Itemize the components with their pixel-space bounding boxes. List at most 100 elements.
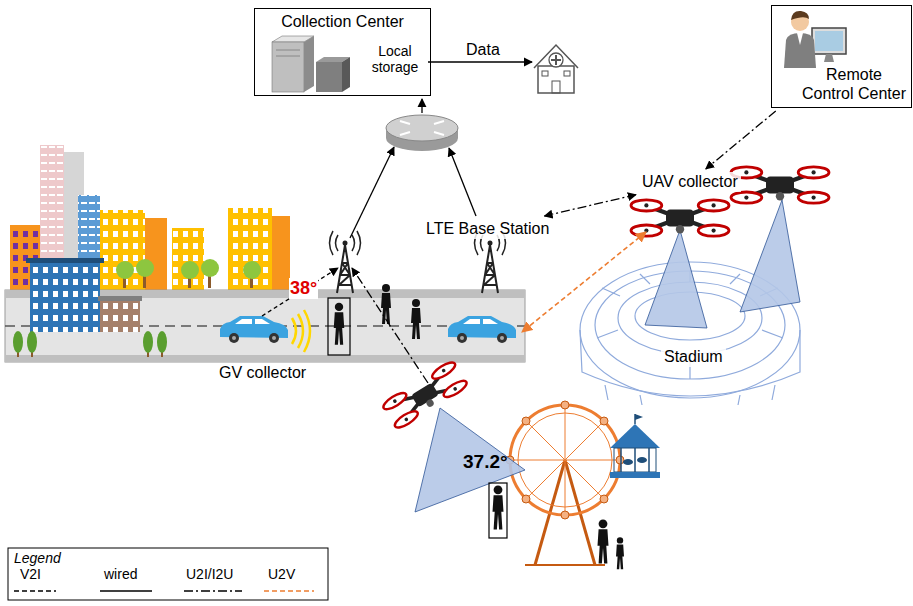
remote-center-box: Remote Control Center: [771, 5, 912, 108]
pedestrians-part: [411, 299, 421, 339]
back-buildings-part: [272, 216, 290, 295]
park-people: [489, 483, 624, 569]
router-part: [386, 115, 458, 141]
wireless-links-part: [522, 232, 646, 332]
node-label: Stadium: [664, 348, 723, 366]
stadium-sketch-part: [605, 385, 775, 405]
router: [386, 115, 458, 151]
front-buildings-part: [26, 258, 104, 263]
hospital-icon-part: [549, 53, 563, 67]
box-title: Collection Center: [255, 13, 430, 31]
uav-collector-node: UAV collector: [639, 172, 741, 192]
legend-title: Legend: [14, 550, 61, 566]
collection-center-box: Collection CenterLocal storage: [254, 8, 431, 96]
park-people-part: [489, 483, 507, 538]
front-buildings-part: [100, 300, 140, 332]
operator-icon-part: [812, 28, 846, 54]
legend-sample: [14, 590, 56, 592]
operator-icon-part: [791, 11, 809, 20]
server-icon-part: [342, 57, 350, 92]
park-people-part: [616, 537, 624, 569]
sensing-waves-part: [304, 310, 310, 352]
legend-text: U2I/I2U: [186, 566, 233, 582]
front-buildings: [26, 258, 142, 332]
uav-drones-part: [731, 167, 829, 203]
ferris-wheel-part-part: [616, 456, 624, 464]
node-label: GV collector: [219, 364, 306, 382]
legend-text: V2I: [20, 566, 41, 582]
roadside-trees-part: [143, 331, 153, 353]
wireless-links: [262, 232, 646, 383]
uav-beams-part: [740, 200, 800, 312]
street-trees-part: [181, 261, 199, 279]
sensing-waves: [292, 310, 310, 352]
server-icon-part: [272, 42, 304, 92]
legend-entry: U2V: [268, 566, 295, 582]
server-icon: [272, 36, 350, 92]
base-stations-part: [330, 231, 361, 293]
hospital-icon-part: [551, 55, 561, 65]
node-label: UAV collector: [642, 173, 738, 191]
angle-label: 38°: [289, 278, 318, 299]
uav-beams-part: [645, 230, 707, 328]
street-trees-part: [116, 261, 134, 279]
wired-links-part: [421, 99, 422, 113]
box-title: Remote Control Center: [799, 66, 909, 103]
wired-links: [350, 62, 532, 238]
roadside-trees: [13, 331, 167, 357]
back-buildings-part: [145, 218, 167, 295]
legend-sample: [184, 590, 242, 592]
ferris-wheel-part-part: [600, 495, 608, 503]
connector: [706, 111, 776, 169]
wireless-links-part: [262, 268, 338, 316]
label-anchor: 38°: [289, 278, 318, 299]
uav-beam-lower: [415, 408, 525, 512]
legend-text: U2V: [268, 566, 295, 582]
road-part: [5, 355, 525, 362]
back-buildings-part: [228, 208, 272, 295]
pedestrians-part: [334, 303, 345, 345]
sensing-waves-part: [292, 318, 296, 344]
pedestrians: [328, 284, 421, 355]
operator-icon: [784, 11, 846, 68]
legend-entry: V2I: [20, 566, 41, 582]
street-trees-part: [201, 259, 219, 277]
legend-entry: wired: [104, 566, 137, 582]
ferris-wheel-part: [510, 405, 620, 515]
lower-drone: [381, 360, 469, 431]
wired-links-part: [428, 61, 532, 62]
base-station-node: LTE Base Station: [423, 219, 552, 239]
legend-sample: [100, 590, 152, 592]
legend-text: wired: [104, 566, 137, 582]
front-buildings-part: [30, 262, 100, 332]
ferris-wheel-part-part: [600, 417, 608, 425]
back-buildings-part: [100, 210, 145, 295]
cars: [220, 316, 516, 343]
ferris-wheel-part: [525, 564, 605, 566]
carousel-part: [621, 448, 649, 472]
carousel-part: [635, 414, 643, 420]
stadium-node: Stadium: [661, 347, 726, 367]
node-label: LTE Base Station: [426, 220, 549, 238]
legend-entry: U2I/I2U: [186, 566, 233, 582]
ferris-wheel-part-part: [561, 401, 569, 409]
operator-icon-part: [797, 33, 803, 45]
park-people-part: [598, 519, 609, 563]
ferris-wheel-part-part: [561, 511, 569, 519]
storage-label: Local storage: [366, 43, 424, 75]
connector: [544, 195, 636, 216]
back-buildings-part: [100, 210, 145, 295]
back-buildings-part: [172, 228, 204, 295]
cars-part: [220, 316, 288, 343]
street-trees-part: [136, 259, 154, 277]
label-anchor: 37.2°: [463, 451, 508, 473]
carousel-part: [610, 472, 660, 478]
operator-icon-part: [824, 54, 834, 62]
gv-collector-node: GV collector: [216, 363, 309, 383]
ferris-wheel-part-part: [522, 417, 530, 425]
sensing-waves-part: [298, 314, 303, 348]
